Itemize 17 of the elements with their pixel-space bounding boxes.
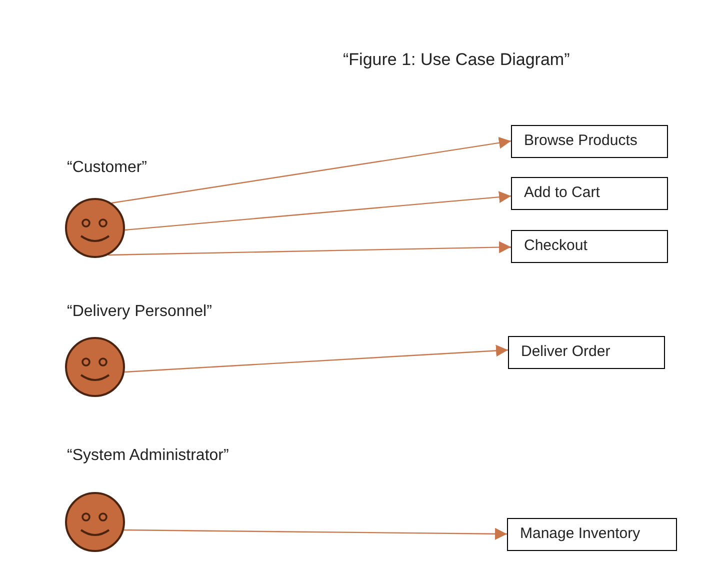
use-case-box: Manage Inventory [507, 518, 677, 551]
diagram-title: “Figure 1: Use Case Diagram” [343, 49, 570, 71]
use-case-box: Browse Products [511, 125, 668, 158]
use-case-box: Add to Cart [511, 177, 668, 210]
arrow [124, 344, 508, 373]
use-case-box: Checkout [511, 230, 668, 263]
arrow [124, 191, 512, 231]
smiley-actor-icon [65, 492, 125, 552]
actor-label: “Customer” [67, 158, 148, 178]
arrow [108, 241, 512, 256]
arrow [112, 136, 512, 204]
smiley-actor-icon [65, 198, 125, 258]
smiley-actor-icon [65, 337, 125, 397]
actor-label: “Delivery Personnel” [67, 302, 212, 322]
use-case-box: Deliver Order [508, 336, 665, 369]
actor-label: “System Administrator” [67, 446, 229, 466]
arrow [124, 528, 507, 540]
